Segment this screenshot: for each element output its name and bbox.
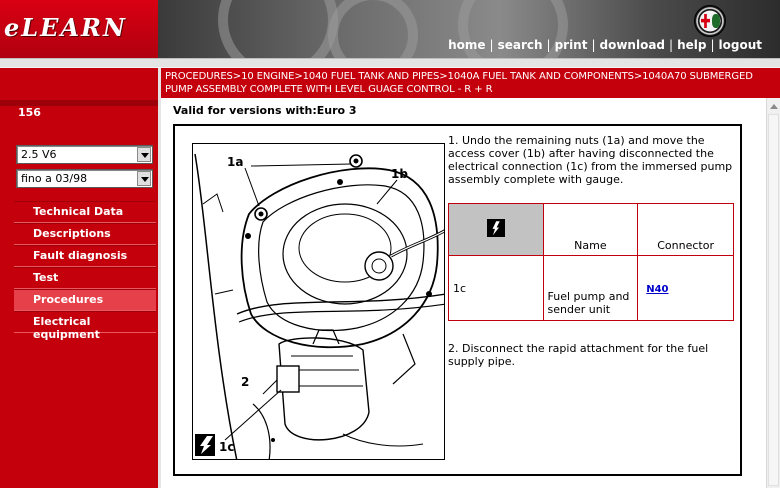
nav-separator: | — [591, 38, 596, 52]
table-cell-name: Fuel pump and sender unit — [542, 255, 639, 321]
engine-select[interactable]: 2.5 V6 — [16, 145, 153, 164]
fuel-pump-illustration: 1a 1b 2 1c — [194, 153, 444, 459]
nav-separator: | — [546, 38, 551, 52]
table-header-name: Name — [542, 202, 639, 257]
nav-print-link[interactable]: print — [554, 38, 588, 52]
table-header-row: Name Connector — [448, 202, 734, 257]
header-divider-band — [0, 58, 780, 68]
period-select[interactable]: fino a 03/98 — [16, 169, 153, 188]
alfa-romeo-badge-icon — [694, 5, 726, 37]
nav-search-link[interactable]: search — [497, 38, 543, 52]
header-engine-artwork — [158, 0, 780, 58]
connector-table: Name Connector 1c Fuel pump and sender u… — [448, 202, 734, 321]
breadcrumb: PROCEDURES>10 ENGINE>1040 FUEL TANK AND … — [165, 71, 753, 95]
sidebar-item-fault-diagnosis[interactable]: Fault diagnosis — [14, 245, 156, 267]
validity-heading: Valid for versions with:Euro 3 — [173, 104, 357, 117]
table-header-connector: Connector — [637, 202, 734, 257]
nav-separator: | — [710, 38, 715, 52]
sidebar-item-procedures[interactable]: Procedures — [14, 289, 156, 311]
top-navigation: home | search | print | download | help … — [448, 38, 762, 54]
main-content: Valid for versions with:Euro 3 — [158, 98, 766, 488]
fuel-pump-diagram: 1a 1b 2 1c — [192, 143, 445, 460]
callout-2: 2 — [241, 375, 249, 389]
logo-area: eLEARN — [0, 0, 158, 58]
chevron-down-icon[interactable] — [137, 171, 151, 186]
model-label: 156 — [18, 106, 41, 119]
table-cell-connector: N40 — [637, 255, 734, 321]
connector-n40-link[interactable]: N40 — [646, 283, 669, 295]
header: eLEARN home | search | print | download … — [0, 0, 780, 58]
nav-logout-link[interactable]: logout — [718, 38, 762, 52]
procedure-panel: 1a 1b 2 1c 1. Undo the remaining nuts (1… — [173, 124, 742, 476]
scrollbar-thumb[interactable] — [768, 114, 779, 486]
table-cell-ref: 1c — [448, 255, 544, 321]
nav-home-link[interactable]: home — [448, 38, 486, 52]
procedure-step-1: 1. Undo the remaining nuts (1a) and move… — [448, 134, 733, 186]
sidebar-item-electrical-equipment[interactable]: Electrical equipment — [14, 311, 156, 341]
engine-select-value: 2.5 V6 — [21, 148, 57, 161]
breadcrumb-bar: PROCEDURES>10 ENGINE>1040 FUEL TANK AND … — [158, 68, 780, 98]
nav-separator: | — [669, 38, 674, 52]
callout-1c: 1c — [219, 440, 234, 454]
procedure-step-2: 2. Disconnect the rapid attachment for t… — [448, 342, 709, 368]
nav-separator: | — [489, 38, 494, 52]
nav-help-link[interactable]: help — [677, 38, 707, 52]
period-select-value: fino a 03/98 — [21, 172, 88, 185]
scroll-up-arrow-icon[interactable] — [767, 100, 780, 113]
sidebar-item-descriptions[interactable]: Descriptions — [14, 223, 156, 245]
sidebar-menu: Technical Data Descriptions Fault diagno… — [14, 201, 156, 341]
chevron-down-icon[interactable] — [137, 147, 151, 162]
callout-1a: 1a — [227, 155, 243, 169]
table-header-icon — [448, 202, 544, 257]
nav-download-link[interactable]: download — [599, 38, 666, 52]
electrical-connector-icon — [486, 219, 505, 238]
sidebar-item-technical-data[interactable]: Technical Data — [14, 201, 156, 223]
table-row: 1c Fuel pump and sender unit N40 — [448, 255, 734, 321]
callout-1b: 1b — [391, 167, 408, 181]
vertical-scrollbar[interactable] — [766, 98, 780, 488]
elearn-logo: eLEARN — [4, 13, 127, 42]
sidebar-item-test[interactable]: Test — [14, 267, 156, 289]
